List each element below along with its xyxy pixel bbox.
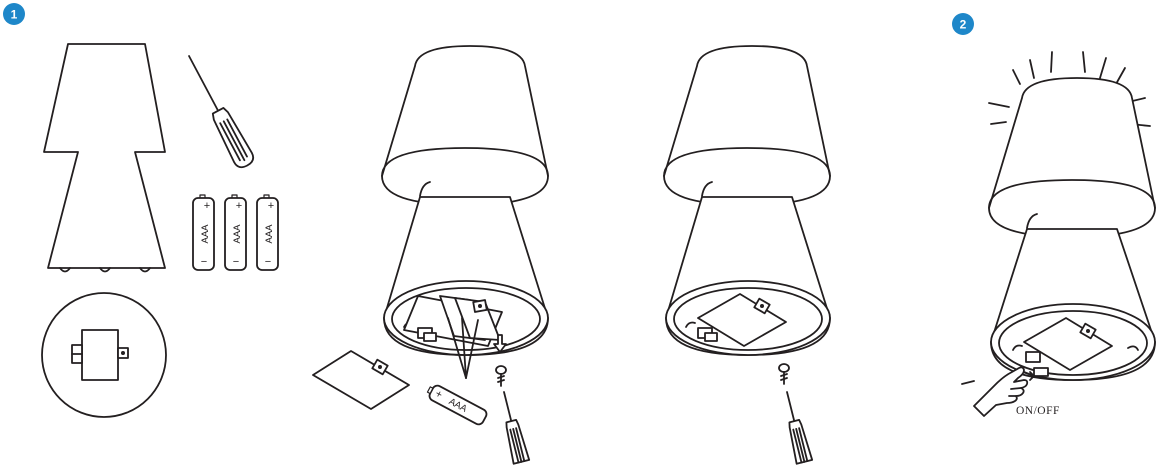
battery-1-minus: − — [201, 256, 207, 268]
switch-detail-icon — [42, 293, 166, 417]
screwdriver-icon-3 — [779, 390, 812, 464]
step-2-number: 2 — [960, 18, 967, 32]
battery-icon-1: + AAA − — [193, 195, 214, 270]
battery-2-label: AAA — [232, 224, 243, 244]
switch-label: ON/OFF — [1016, 405, 1060, 417]
lamp-closed-view-icon — [664, 46, 830, 355]
lamp-open-view-icon — [382, 46, 548, 378]
lamp-lit-view-icon — [989, 78, 1155, 380]
screw-icon — [496, 366, 506, 386]
battery-2-plus: + — [236, 200, 242, 212]
screwdriver-icon — [180, 51, 256, 170]
battery-icon-2: + AAA − — [225, 195, 246, 270]
screwdriver-icon-2 — [496, 390, 529, 464]
battery-1-label: AAA — [200, 224, 211, 244]
battery-2-minus: − — [233, 256, 239, 268]
battery-3-plus: + — [268, 200, 274, 212]
battery-icon-3: + AAA − — [257, 195, 278, 270]
lamp-side-view-icon — [44, 44, 165, 272]
loose-battery-icon: AAA + — [425, 382, 488, 426]
step-2-badge: 2 — [952, 13, 974, 35]
battery-1-plus: + — [204, 200, 210, 212]
battery-3-minus: − — [265, 256, 271, 268]
step-1-number: 1 — [11, 8, 18, 22]
step-1-badge: 1 — [3, 3, 25, 25]
battery-3-label: AAA — [264, 224, 275, 244]
battery-cover-icon — [313, 351, 409, 409]
screw-icon-2 — [779, 364, 789, 384]
